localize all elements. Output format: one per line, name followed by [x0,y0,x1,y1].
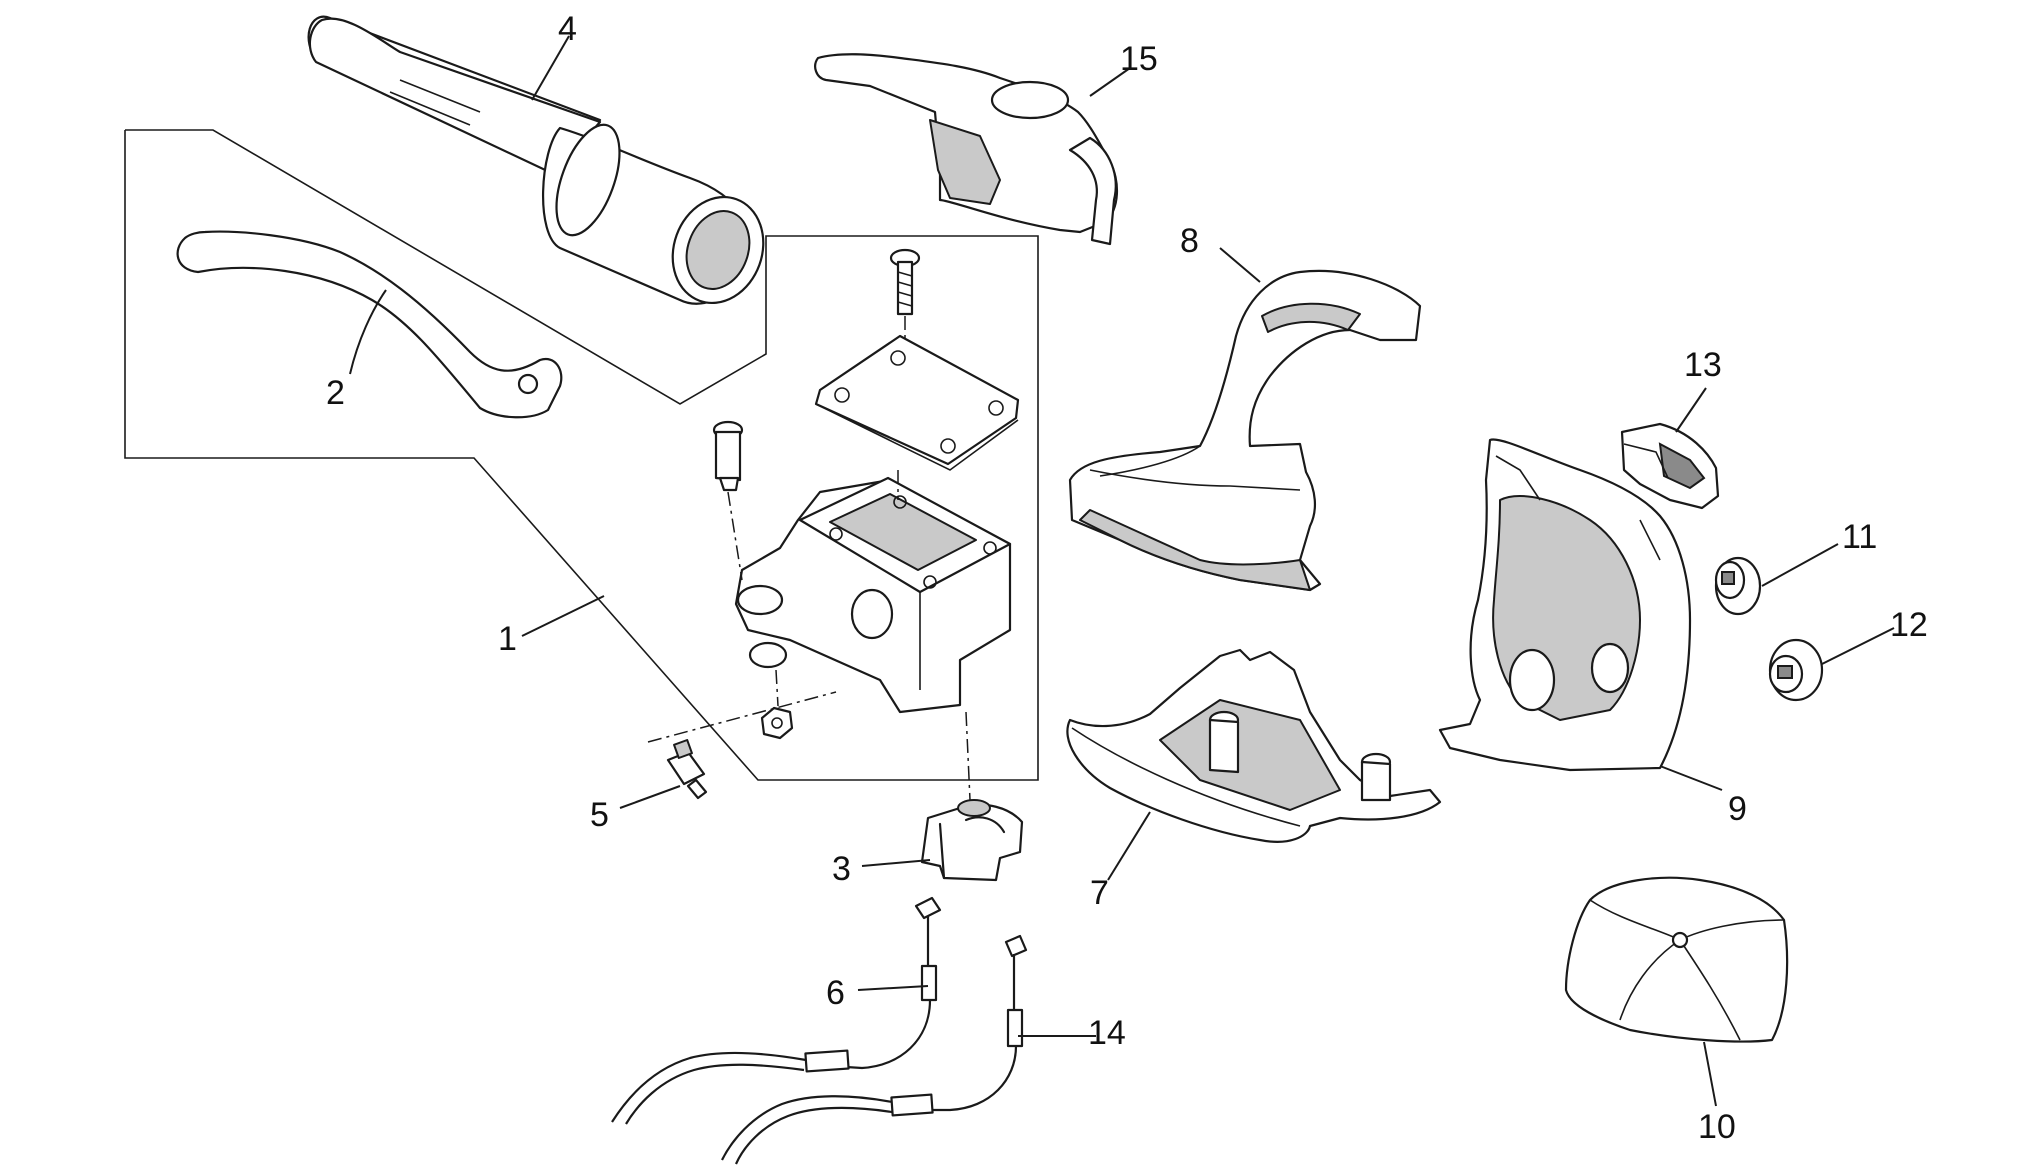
leader-line-2 [349,289,387,375]
part-stop-switch [666,739,708,800]
part-upper-cover [1068,269,1422,592]
callout-10: 10 [1698,1108,1736,1146]
callout-2: 2 [326,374,345,412]
part-screw-top [889,248,921,316]
part-cover-bag [1564,876,1789,1043]
part-master-cylinder [734,476,1012,714]
callout-7: 7 [1090,874,1109,912]
leader-line-12 [1821,627,1895,665]
part-grip [307,15,765,305]
part-cable-14 [721,934,1028,1165]
part-cable-6 [611,896,942,1125]
part-lower-cover [1066,648,1442,843]
part-switch-housing [1438,438,1692,772]
alignment-line-switch [647,691,837,743]
leader-line-1 [521,595,605,637]
callout-8: 8 [1180,222,1199,260]
callout-5: 5 [590,796,609,834]
leader-line-3 [861,859,931,867]
part-nut [760,706,794,740]
leader-line-6 [857,985,929,991]
part-switch-bracket [814,53,1119,246]
leader-line-5 [619,785,681,809]
part-clamp [920,799,1024,882]
callout-9: 9 [1728,790,1747,828]
callout-6: 6 [826,974,845,1012]
leader-line-8 [1219,247,1261,283]
callout-4: 4 [558,10,577,48]
group-frame-1 [124,129,1039,781]
leader-line-13 [1675,387,1707,433]
alignment-line-nut [775,669,779,707]
leader-line-15 [1089,67,1131,97]
callout-13: 13 [1684,346,1722,384]
leader-line-4 [531,35,570,101]
callout-3: 3 [832,850,851,888]
callout-15: 15 [1120,40,1158,78]
part-brake-lever [176,230,563,419]
part-reservoir-cover [814,334,1020,471]
part-button-12 [1768,638,1824,702]
callout-14: 14 [1088,1014,1126,1052]
alignment-line-switch-vertical [965,711,971,801]
alignment-line-pin [727,491,743,581]
part-pivot-pin [712,420,744,492]
callout-1: 1 [498,620,517,658]
leader-line-9 [1659,765,1723,791]
callout-12: 12 [1890,606,1928,644]
leader-line-11 [1761,543,1839,587]
leader-line-7 [1107,811,1151,881]
callout-11: 11 [1842,518,1877,556]
part-button-11 [1714,556,1762,616]
leader-line-10 [1703,1041,1717,1107]
part-switch-block [1620,422,1720,510]
leader-lines [349,35,1895,1107]
